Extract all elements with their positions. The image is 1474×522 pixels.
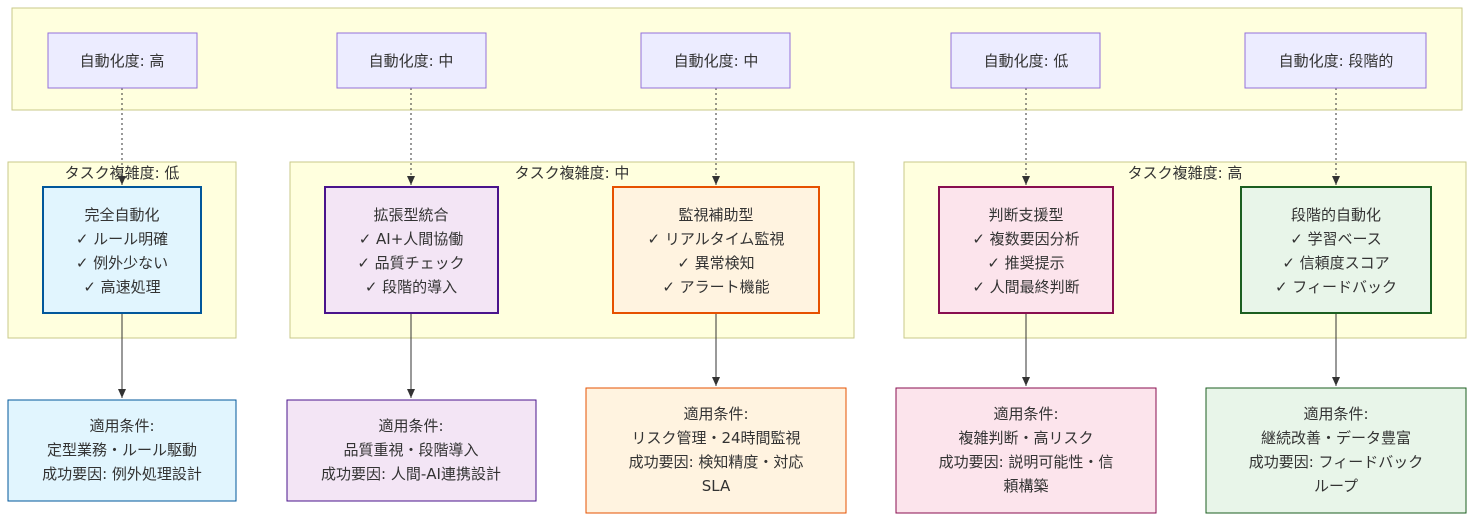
condition-node-staged-line-3: ループ (1314, 477, 1358, 495)
condition-node-monitor-line-2: 成功要因: 検知精度・対応 (629, 453, 804, 471)
cluster-high-label: タスク複雑度: 高 (1128, 164, 1243, 182)
type-node-monitor: 監視補助型 ✓ リアルタイム監視 ✓ 異常検知 ✓ アラート機能 (612, 186, 820, 314)
type-node-staged: 段階的自動化 ✓ 学習ベース ✓ 信頼度スコア ✓ フィードバック (1240, 186, 1432, 314)
condition-node-monitor-heading: 適用条件: (683, 405, 748, 423)
level-node-high-label: 自動化度: 高 (80, 52, 165, 70)
condition-node-monitor-line-3: SLA (702, 477, 731, 495)
type-node-monitor-point-3: ✓ アラート機能 (662, 278, 769, 296)
type-node-monitor-box (612, 186, 820, 314)
level-node-staged-label: 自動化度: 段階的 (1279, 52, 1394, 70)
type-node-full: 完全自動化 ✓ ルール明確 ✓ 例外少ない ✓ 高速処理 (42, 186, 202, 314)
type-node-decision: 判断支援型 ✓ 複数要因分析 ✓ 推奨提示 ✓ 人間最終判断 (938, 186, 1114, 314)
solid-edges (118, 314, 1340, 398)
condition-node-decision-line-1: 複雑判断・高リスク (958, 429, 1093, 447)
type-node-staged-title: 段階的自動化 (1291, 206, 1381, 224)
condition-node-staged-line-1: 継続改善・データ豊富 (1261, 429, 1411, 447)
condition-node-full-line-2: 成功要因: 例外処理設計 (42, 465, 202, 483)
type-node-decision-point-1: ✓ 複数要因分析 (972, 230, 1079, 248)
type-node-full-title: 完全自動化 (84, 206, 159, 224)
condition-node-monitor-line-1: リスク管理・24時間監視 (631, 429, 800, 447)
type-node-monitor-point-2: ✓ 異常検知 (677, 254, 754, 272)
condition-node-full: 適用条件: 定型業務・ルール駆動 成功要因: 例外処理設計 (7, 399, 237, 502)
type-node-augment-point-2: ✓ 品質チェック (357, 254, 464, 272)
type-node-full-box (42, 186, 202, 314)
condition-node-decision-line-2: 成功要因: 説明可能性・信 (939, 453, 1114, 471)
type-node-full-point-3: ✓ 高速処理 (83, 278, 160, 296)
condition-node-monitor: 適用条件: リスク管理・24時間監視 成功要因: 検知精度・対応 SLA (585, 387, 847, 514)
level-node-mid-1: 自動化度: 中 (336, 32, 487, 89)
level-node-high-box (47, 32, 198, 89)
condition-node-augment-box (286, 399, 537, 502)
type-node-decision-point-2: ✓ 推奨提示 (987, 254, 1064, 272)
type-node-full-point-2: ✓ 例外少ない (76, 254, 168, 272)
type-node-staged-box (1240, 186, 1432, 314)
condition-node-augment-line-2: 成功要因: 人間-AI連携設計 (321, 465, 501, 483)
level-node-staged-box (1244, 32, 1427, 89)
type-node-decision-box (938, 186, 1114, 314)
condition-node-augment-line-1: 品質重視・段階導入 (343, 441, 478, 459)
condition-node-staged-heading: 適用条件: (1303, 405, 1368, 423)
condition-node-monitor-box (585, 387, 847, 514)
type-node-staged-point-2: ✓ 信頼度スコア (1282, 254, 1389, 272)
condition-node-full-line-1: 定型業務・ルール駆動 (47, 441, 197, 459)
condition-node-full-heading: 適用条件: (89, 417, 154, 435)
level-node-low: 自動化度: 低 (950, 32, 1101, 89)
type-node-decision-point-3: ✓ 人間最終判断 (972, 278, 1079, 296)
level-node-mid-2: 自動化度: 中 (640, 32, 791, 89)
type-node-monitor-title: 監視補助型 (678, 206, 753, 224)
condition-node-augment: 適用条件: 品質重視・段階導入 成功要因: 人間-AI連携設計 (286, 399, 537, 502)
type-node-decision-title: 判断支援型 (988, 206, 1063, 224)
type-node-augment-point-1: ✓ AI+人間協働 (359, 230, 464, 248)
condition-node-decision-box (895, 387, 1157, 514)
type-node-monitor-point-1: ✓ リアルタイム監視 (648, 230, 785, 248)
condition-node-decision-line-3: 頼構築 (1003, 477, 1048, 495)
dotted-edges (118, 88, 1340, 185)
condition-node-staged-line-2: 成功要因: フィードバック (1249, 453, 1424, 471)
type-node-augment: 拡張型統合 ✓ AI+人間協働 ✓ 品質チェック ✓ 段階的導入 (324, 186, 499, 314)
condition-node-decision-heading: 適用条件: (993, 405, 1058, 423)
type-node-staged-point-3: ✓ フィードバック (1275, 278, 1397, 296)
type-node-augment-box (324, 186, 499, 314)
condition-node-staged: 適用条件: 継続改善・データ豊富 成功要因: フィードバック ループ (1205, 387, 1467, 514)
level-node-mid-1-box (336, 32, 487, 89)
level-node-low-label: 自動化度: 低 (984, 52, 1069, 70)
condition-node-decision: 適用条件: 複雑判断・高リスク 成功要因: 説明可能性・信 頼構築 (895, 387, 1157, 514)
level-node-staged: 自動化度: 段階的 (1244, 32, 1427, 89)
condition-node-full-box (7, 399, 237, 502)
type-node-augment-point-3: ✓ 段階的導入 (365, 278, 457, 296)
level-node-mid-2-box (640, 32, 791, 89)
condition-node-staged-box (1205, 387, 1467, 514)
type-node-staged-point-1: ✓ 学習ベース (1290, 230, 1382, 248)
level-node-mid-1-label: 自動化度: 中 (369, 52, 454, 70)
condition-node-augment-heading: 適用条件: (378, 417, 443, 435)
type-node-full-point-1: ✓ ルール明確 (76, 230, 168, 248)
level-node-low-box (950, 32, 1101, 89)
cluster-mid-label: タスク複雑度: 中 (515, 164, 630, 182)
type-node-augment-title: 拡張型統合 (373, 206, 448, 224)
level-node-mid-2-label: 自動化度: 中 (674, 52, 759, 70)
level-node-high: 自動化度: 高 (47, 32, 198, 89)
